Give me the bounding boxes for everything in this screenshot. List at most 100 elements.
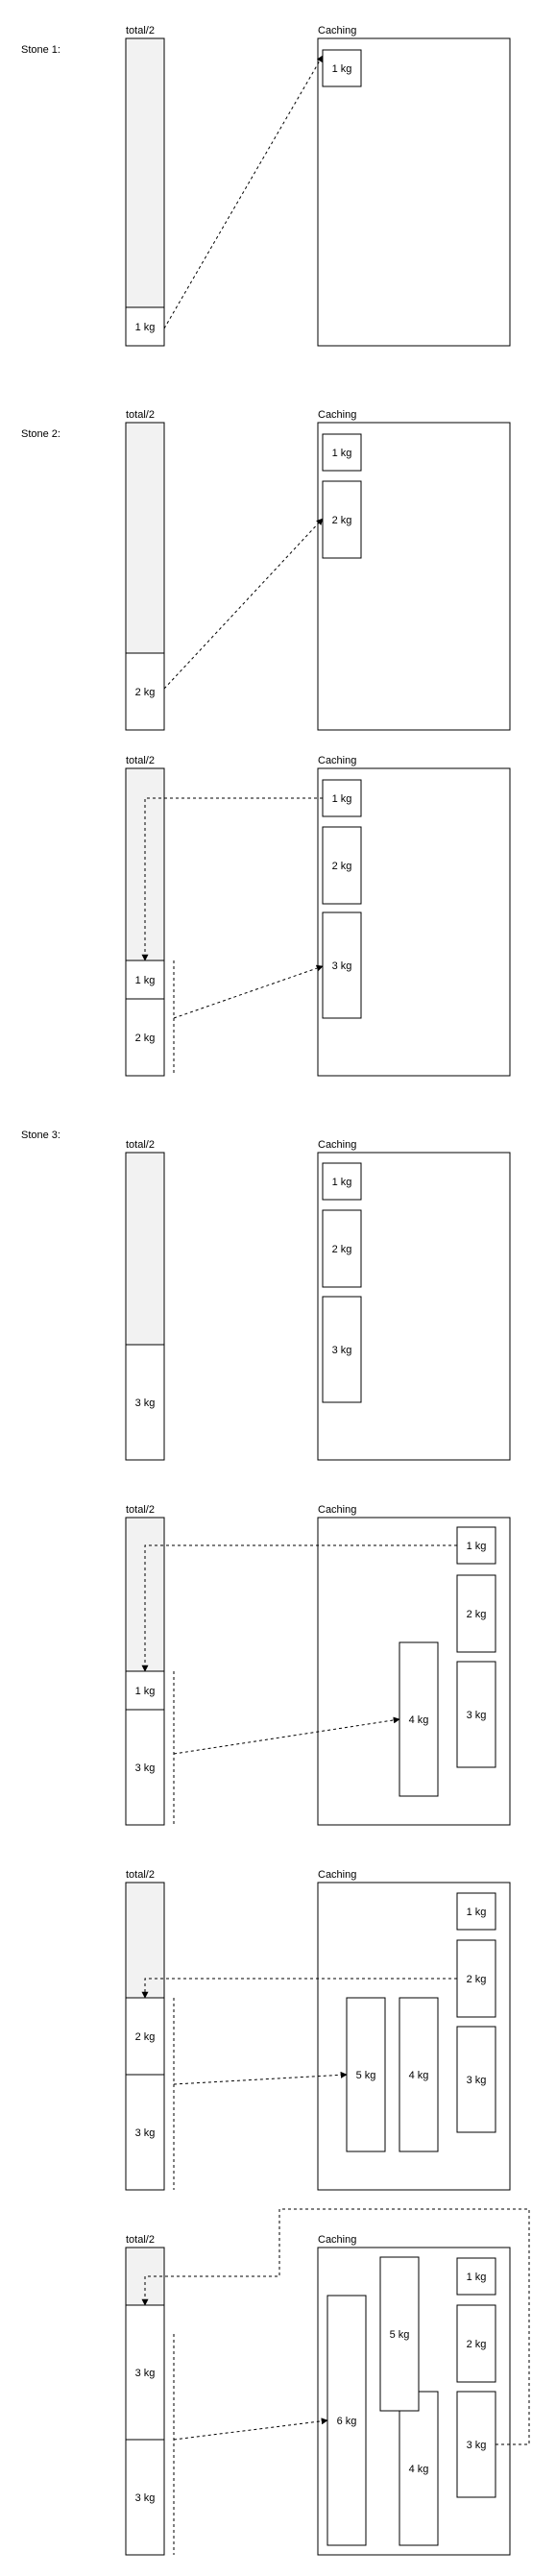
panel-4: total/2 Caching 3 kg 1 kg 2 kg 3 kg — [125, 1139, 511, 1461]
stone-3kg — [125, 1709, 165, 1826]
caching-label: Caching — [318, 755, 356, 766]
stone-2kg — [125, 998, 165, 1077]
stone-1kg — [125, 306, 165, 347]
cache-3kg — [456, 2026, 496, 2133]
cache-1kg-label: 1 kg — [332, 1177, 352, 1188]
cache-2kg — [456, 1939, 496, 2018]
stone-1-label: Stone 1: — [21, 44, 60, 56]
move-arrow — [173, 2418, 328, 2441]
move-arrow — [163, 518, 324, 690]
cache-1kg-label: 1 kg — [332, 793, 352, 805]
stone-3kg-label: 3 kg — [135, 1397, 156, 1409]
cache-1kg — [456, 1892, 496, 1931]
stone-3kg-label: 3 kg — [135, 2492, 156, 2504]
cache-3kg-label: 3 kg — [332, 1345, 352, 1356]
cache-1kg — [322, 779, 362, 817]
cache-1kg-label: 1 kg — [467, 2272, 487, 2283]
cache-1kg-label: 1 kg — [332, 448, 352, 459]
caching-label: Caching — [318, 2234, 356, 2246]
stone-1kg-label: 1 kg — [135, 975, 156, 986]
cache-2kg-label: 2 kg — [332, 515, 352, 526]
return-arrow — [141, 1544, 457, 1672]
cache-2kg-label: 2 kg — [467, 2339, 487, 2350]
cache-4kg-label: 4 kg — [409, 2070, 429, 2081]
move-arrow — [173, 1716, 400, 1755]
cache-4kg-label: 4 kg — [409, 1714, 429, 1726]
stone-3kg — [125, 2074, 165, 2191]
total-label: total/2 — [126, 25, 155, 36]
cache-2kg — [456, 1574, 496, 1653]
cache-1kg — [322, 1162, 362, 1201]
stone-3kg-label: 3 kg — [135, 1762, 156, 1774]
stone-3-label: Stone 3: — [21, 1130, 60, 1141]
panel-6: total/2 Caching 2 kg 3 kg 1 kg 2 kg 3 kg… — [125, 1869, 511, 2191]
move-arrow — [173, 2071, 348, 2085]
stone-2kg-label: 2 kg — [135, 2031, 156, 2043]
cache-2kg-label: 2 kg — [467, 1974, 487, 1985]
stone-2kg-label: 2 kg — [135, 687, 156, 698]
stone-1kg-label: 1 kg — [135, 1686, 156, 1697]
total-bar — [125, 37, 165, 347]
cache-1kg-label: 1 kg — [332, 63, 352, 75]
caching-label: Caching — [318, 25, 356, 36]
cache-3kg — [322, 911, 362, 1019]
panel-1: total/2 Caching 1 kg 1 kg — [125, 25, 511, 347]
cache-1kg — [456, 2257, 496, 2296]
panel-7: total/2 Caching 3 kg 3 kg 1 kg 2 kg 3 kg… — [125, 2208, 530, 2556]
move-arrow — [163, 55, 324, 329]
cache-3kg-label: 3 kg — [467, 2075, 487, 2086]
total-label: total/2 — [126, 409, 155, 421]
stone-3kg-lower — [125, 2439, 165, 2556]
caching-area — [317, 37, 511, 347]
caching-area — [317, 422, 511, 731]
total-label: total/2 — [126, 2234, 155, 2246]
stone-2kg-label: 2 kg — [135, 1033, 156, 1044]
total-label: total/2 — [126, 1504, 155, 1516]
cache-5kg-label: 5 kg — [356, 2070, 376, 2081]
cache-5kg — [346, 1997, 386, 2152]
total-label: total/2 — [126, 755, 155, 766]
stone-1kg — [125, 960, 165, 1000]
cache-5kg — [379, 2256, 420, 2412]
cache-3kg — [456, 1661, 496, 1768]
cache-2kg — [456, 2304, 496, 2383]
return-arrow — [141, 1978, 457, 1999]
cache-6kg — [326, 2295, 367, 2546]
cache-4kg-label: 4 kg — [409, 2464, 429, 2475]
panel-2: total/2 Caching 2 kg 1 kg 2 kg — [125, 409, 511, 731]
cache-4kg — [399, 1997, 439, 2152]
cache-3kg — [322, 1296, 362, 1403]
cache-1kg-label: 1 kg — [467, 1541, 487, 1552]
cache-2kg-label: 2 kg — [332, 861, 352, 872]
cache-6kg-label: 6 kg — [337, 2416, 357, 2427]
cache-4kg — [399, 1641, 439, 1797]
cache-3kg-label: 3 kg — [467, 2440, 487, 2451]
total-label: total/2 — [126, 1869, 155, 1881]
caching-label: Caching — [318, 409, 356, 421]
caching-label: Caching — [318, 1869, 356, 1881]
panel-3: total/2 Caching 1 kg 2 kg 1 kg 2 kg 3 kg — [125, 755, 511, 1077]
stone-2kg — [125, 1997, 165, 2076]
cache-3kg-label: 3 kg — [467, 1710, 487, 1721]
return-arrow — [141, 2208, 530, 2445]
stone-2-label: Stone 2: — [21, 428, 60, 440]
stone-1kg-label: 1 kg — [135, 322, 156, 333]
stone-3kg-label: 3 kg — [135, 2368, 156, 2379]
caching-label: Caching — [318, 1139, 356, 1151]
total-label: total/2 — [126, 1139, 155, 1151]
move-arrow — [173, 964, 324, 1019]
return-arrow — [141, 797, 323, 961]
cache-4kg — [399, 2391, 439, 2546]
cache-2kg — [322, 1209, 362, 1288]
cache-1kg — [322, 433, 362, 472]
cache-1kg — [322, 49, 362, 87]
stone-1kg — [125, 1670, 165, 1711]
cache-2kg-label: 2 kg — [332, 1244, 352, 1255]
cache-5kg-label: 5 kg — [390, 2329, 410, 2341]
cache-1kg-label: 1 kg — [467, 1907, 487, 1918]
cache-1kg — [456, 1526, 496, 1565]
cache-2kg-label: 2 kg — [467, 1609, 487, 1620]
stone-3kg — [125, 1344, 165, 1461]
caching-label: Caching — [318, 1504, 356, 1516]
